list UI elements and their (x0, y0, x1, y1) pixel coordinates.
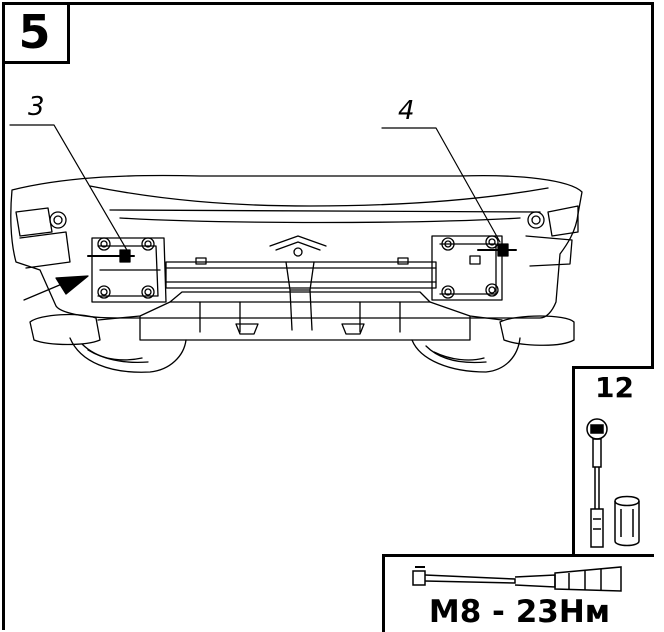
callout-label-right: 4 (398, 96, 415, 126)
callout-leaders (9, 124, 501, 253)
torque-spec-label: M8 - 23Нм (428, 594, 611, 630)
ratchet-wrench-icon (586, 418, 640, 548)
center-emblem (269, 235, 327, 257)
insert-arrow-icon (23, 275, 89, 301)
lower-bumper (29, 291, 575, 346)
car-rear-outline (10, 174, 583, 319)
callout-label-left: 3 (28, 92, 45, 122)
wheels (69, 337, 521, 373)
diagram-frame (2, 2, 654, 630)
step-number: 5 (18, 4, 51, 59)
torque-wrench-icon (412, 566, 622, 592)
left-mounting-bracket (87, 237, 167, 303)
right-mounting-bracket (431, 235, 517, 301)
socket-size-panel: 12 (572, 366, 654, 557)
torque-spec-panel: M8 - 23Нм (382, 554, 654, 632)
socket-head-icon (614, 495, 640, 547)
tow-bar-crossmember (165, 257, 437, 331)
socket-size-label: 12 (595, 371, 634, 404)
step-number-box: 5 (2, 2, 70, 64)
